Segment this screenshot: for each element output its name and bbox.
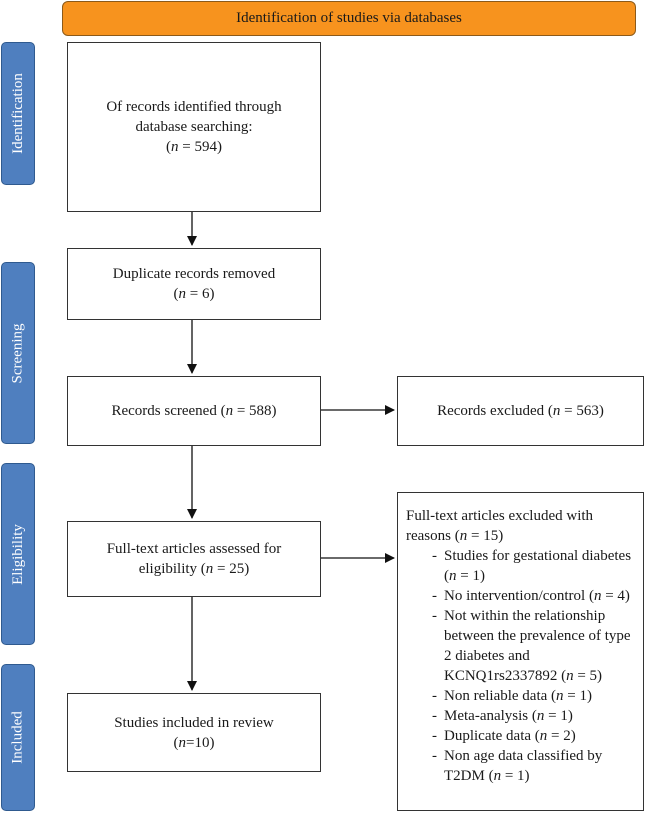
exclusion-reason: Meta-analysis (n = 1) (432, 706, 635, 726)
phase-included: Included (1, 664, 35, 811)
header-banner: Identification of studies via databases (62, 1, 636, 36)
records-screened-text: Records screened (n = 588) (111, 403, 277, 419)
fulltext-excluded-heading: Full-text articles excluded with reasons… (406, 508, 594, 544)
exclusion-reason: No intervention/control (n = 4) (432, 586, 635, 606)
exclusion-reason: Studies for gestational diabetes (n = 1) (432, 546, 635, 586)
exclusion-reasons-list: Studies for gestational diabetes (n = 1)… (406, 546, 635, 786)
phase-identification: Identification (1, 42, 35, 185)
fulltext-assessed-line2: eligibility (n = 25) (138, 561, 250, 577)
phase-screening: Screening (1, 262, 35, 444)
records-excluded-text: Records excluded (n = 563) (437, 403, 604, 419)
studies-included-count: (n=10) (173, 734, 215, 751)
header-title: Identification of studies via databases (236, 10, 462, 26)
exclusion-reason: Non age data classified by T2DM (n = 1) (432, 746, 635, 786)
fulltext-assessed-line1: Full-text articles assessed for (106, 541, 282, 557)
fulltext-excluded-box: Full-text articles excluded with reasons… (397, 492, 644, 811)
duplicates-removed-count: (n = 6) (173, 286, 215, 302)
records-excluded-box: Records excluded (n = 563) (397, 376, 644, 446)
records-identified-box: Of records identified through database s… (67, 42, 321, 212)
exclusion-reason: Duplicate data (n = 2) (432, 726, 635, 746)
duplicates-removed-line1: Duplicate records removed (112, 266, 276, 282)
studies-included-line1: Studies included in review (114, 714, 274, 731)
phase-eligibility: Eligibility (1, 463, 35, 645)
fulltext-assessed-box: Full-text articles assessed for eligibil… (67, 521, 321, 597)
records-screened-box: Records screened (n = 588) (67, 376, 321, 446)
studies-included-box: Studies included in review (n=10) (67, 693, 321, 772)
exclusion-reason: Not within the relationship between the … (432, 606, 635, 686)
records-identified-count: (n = 594) (166, 139, 222, 155)
records-identified-line2: database searching: (135, 119, 253, 135)
records-identified-line1: Of records identified through (106, 99, 282, 115)
duplicates-removed-box: Duplicate records removed (n = 6) (67, 248, 321, 320)
exclusion-reason: Non reliable data (n = 1) (432, 686, 635, 706)
